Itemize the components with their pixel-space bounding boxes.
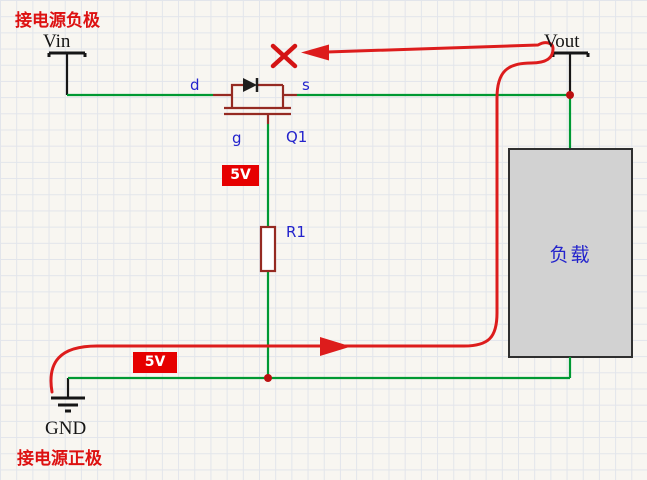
vin-terminal-symbol — [47, 51, 87, 95]
note-negative-terminal: 接电源负极 — [15, 11, 100, 31]
mosfet-symbol — [213, 83, 297, 124]
gnd-symbol — [51, 378, 85, 413]
resistor-ref-label: R1 — [286, 223, 306, 241]
load-box: 负载 — [508, 148, 633, 358]
junction-dot — [264, 374, 272, 382]
supply-voltage-badge: 5V — [133, 352, 177, 373]
note-positive-terminal: 接电源正极 — [17, 449, 102, 469]
current-arrow-top — [301, 44, 329, 61]
gate-voltage-badge: 5V — [222, 165, 259, 186]
mosfet-ref-label: Q1 — [286, 128, 308, 146]
wire-network — [67, 93, 572, 380]
current-path — [49, 41, 555, 394]
resistor-body — [259, 225, 277, 273]
source-pin-label: s — [302, 76, 310, 94]
vout-label: Vout — [544, 31, 580, 52]
drain-pin-label: d — [190, 76, 200, 94]
junction-dot — [566, 91, 574, 99]
blocked-x-mark — [270, 43, 298, 69]
current-arrow-bottom — [320, 337, 351, 356]
gnd-label: GND — [45, 418, 87, 439]
vout-terminal-symbol — [551, 51, 590, 95]
vin-label: Vin — [43, 31, 71, 52]
load-label: 负载 — [549, 243, 592, 266]
gate-pin-label: g — [232, 129, 242, 147]
body-diode-icon — [243, 78, 259, 92]
